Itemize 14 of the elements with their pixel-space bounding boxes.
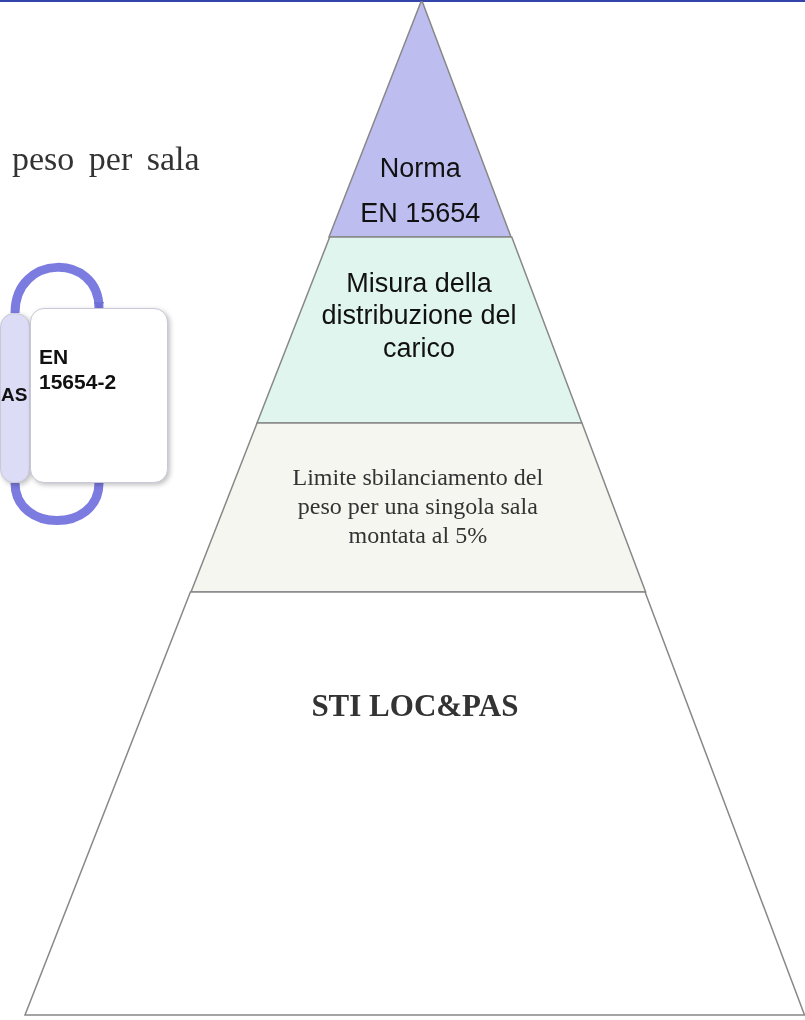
- pyramid-band: [25, 592, 805, 1015]
- pyramid-top-triangle: [329, 2, 512, 237]
- band-label: STI LOC&PAS: [311, 688, 519, 723]
- curved-arrow: [10, 262, 104, 314]
- band-label: Limite sbilanciamento del peso per una singola sala montata al 5%: [292, 464, 544, 548]
- pyramid-band: [256, 237, 582, 423]
- cycle-box: [0, 313, 30, 483]
- band-label: EN 15654: [360, 198, 481, 228]
- box-label: EN 15654-2: [39, 345, 117, 394]
- heading-text: peso per sala: [12, 140, 200, 178]
- cycle-box: [30, 308, 168, 483]
- band-label: Misura della distribuzione del carico: [321, 268, 517, 363]
- band-label: Norma: [379, 153, 461, 183]
- box-label: AS: [1, 384, 28, 405]
